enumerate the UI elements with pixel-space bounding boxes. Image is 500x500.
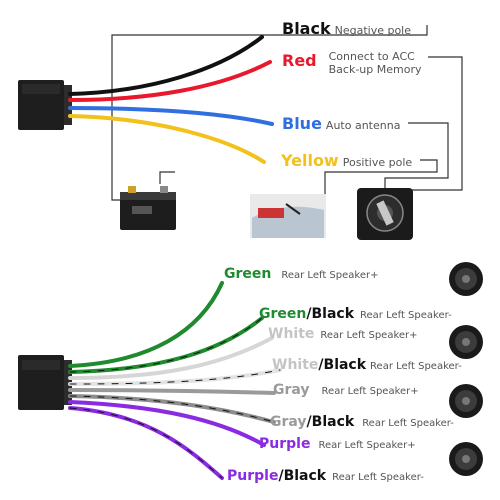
blue-lead-line [384,122,449,190]
gray-black-wire [68,394,276,424]
yellow-wire [68,114,266,164]
label-red: Red Connect to ACC Back-up Memory [282,50,422,76]
label-gray-black-name-a: Gray [270,414,307,430]
label-green-black-name-a: Green [259,306,307,322]
label-purple-desc: Rear Left Speaker+ [318,440,416,451]
label-purple-black-desc: Rear Left Speaker- [332,472,424,483]
label-green-name: Green [224,266,272,282]
label-gray-black-desc: Rear Left Speaker- [362,418,454,429]
speaker-icon-2 [449,325,483,359]
label-gray-black-name-b: /Black [306,414,355,430]
green-black-stripe [69,317,263,373]
label-purple-name: Purple [259,436,311,452]
label-green-black-desc: Rear Left Speaker- [360,310,452,321]
label-green-desc: Rear Left Speaker+ [281,270,379,281]
label-green-black-name-b: /Black [306,306,354,322]
label-white-desc: Rear Left Speaker+ [320,330,418,341]
label-green: Green Rear Left Speaker+ [224,266,378,282]
black-lead-line [111,25,428,201]
label-green-black: Green /Black Rear Left Speaker- [259,306,452,322]
label-red-desc-2: Back-up Memory [328,63,422,76]
label-gray-desc: Rear Left Speaker+ [321,386,419,397]
gray-black-stripe [69,395,275,423]
label-blue-name: Blue [282,114,322,133]
label-yellow: Yellow Positive pole [281,151,412,170]
speaker-icon-1 [449,262,483,296]
connector-icon-top [18,80,72,130]
label-black-desc: Negative pole [334,24,412,37]
purple-wire [68,400,266,447]
white-wire [68,336,274,380]
label-black: Black Negative pole [282,19,411,38]
connector-icon-bottom [18,355,72,410]
label-white-black: White /Black Rear Left Speaker- [272,357,462,373]
label-white-black-name-b: /Black [318,357,367,373]
label-black-name: Black [282,19,331,38]
label-gray-name: Gray [273,382,310,398]
black-wire [68,35,264,96]
purple-black-stripe [69,407,223,479]
speaker-icon-4 [449,442,483,476]
ignition-switch-icon [357,188,413,240]
red-wire [68,60,272,102]
label-purple-black: Purple /Black Rear Left Speaker- [227,468,424,484]
label-purple-black-name-b: /Black [278,468,327,484]
label-yellow-desc: Positive pole [342,156,413,169]
label-white: White Rear Left Speaker+ [268,326,418,342]
label-gray: Gray Rear Left Speaker+ [273,382,419,398]
label-blue: Blue Auto antenna [282,114,400,133]
battery-lead-line [159,171,175,184]
car-antenna-photo [250,194,326,238]
label-gray-black: Gray /Black Rear Left Speaker- [270,414,454,430]
speaker-icon-3 [449,384,483,418]
label-purple-black-name-a: Purple [227,468,279,484]
gray-wire [68,388,276,395]
blue-wire [68,106,274,126]
label-purple: Purple Rear Left Speaker+ [259,436,416,452]
label-white-black-name-a: White [272,357,319,373]
car-battery-icon [120,186,176,230]
label-white-name: White [268,326,315,342]
label-red-name: Red [282,51,317,70]
label-yellow-name: Yellow [281,151,339,170]
green-wire [68,281,224,368]
white-black-wire [68,368,282,386]
yellow-lead-line [324,159,438,194]
label-red-desc-1: Connect to ACC [328,50,415,63]
label-white-black-desc: Rear Left Speaker- [370,361,462,372]
red-lead-line [412,56,463,191]
label-blue-desc: Auto antenna [325,119,401,132]
